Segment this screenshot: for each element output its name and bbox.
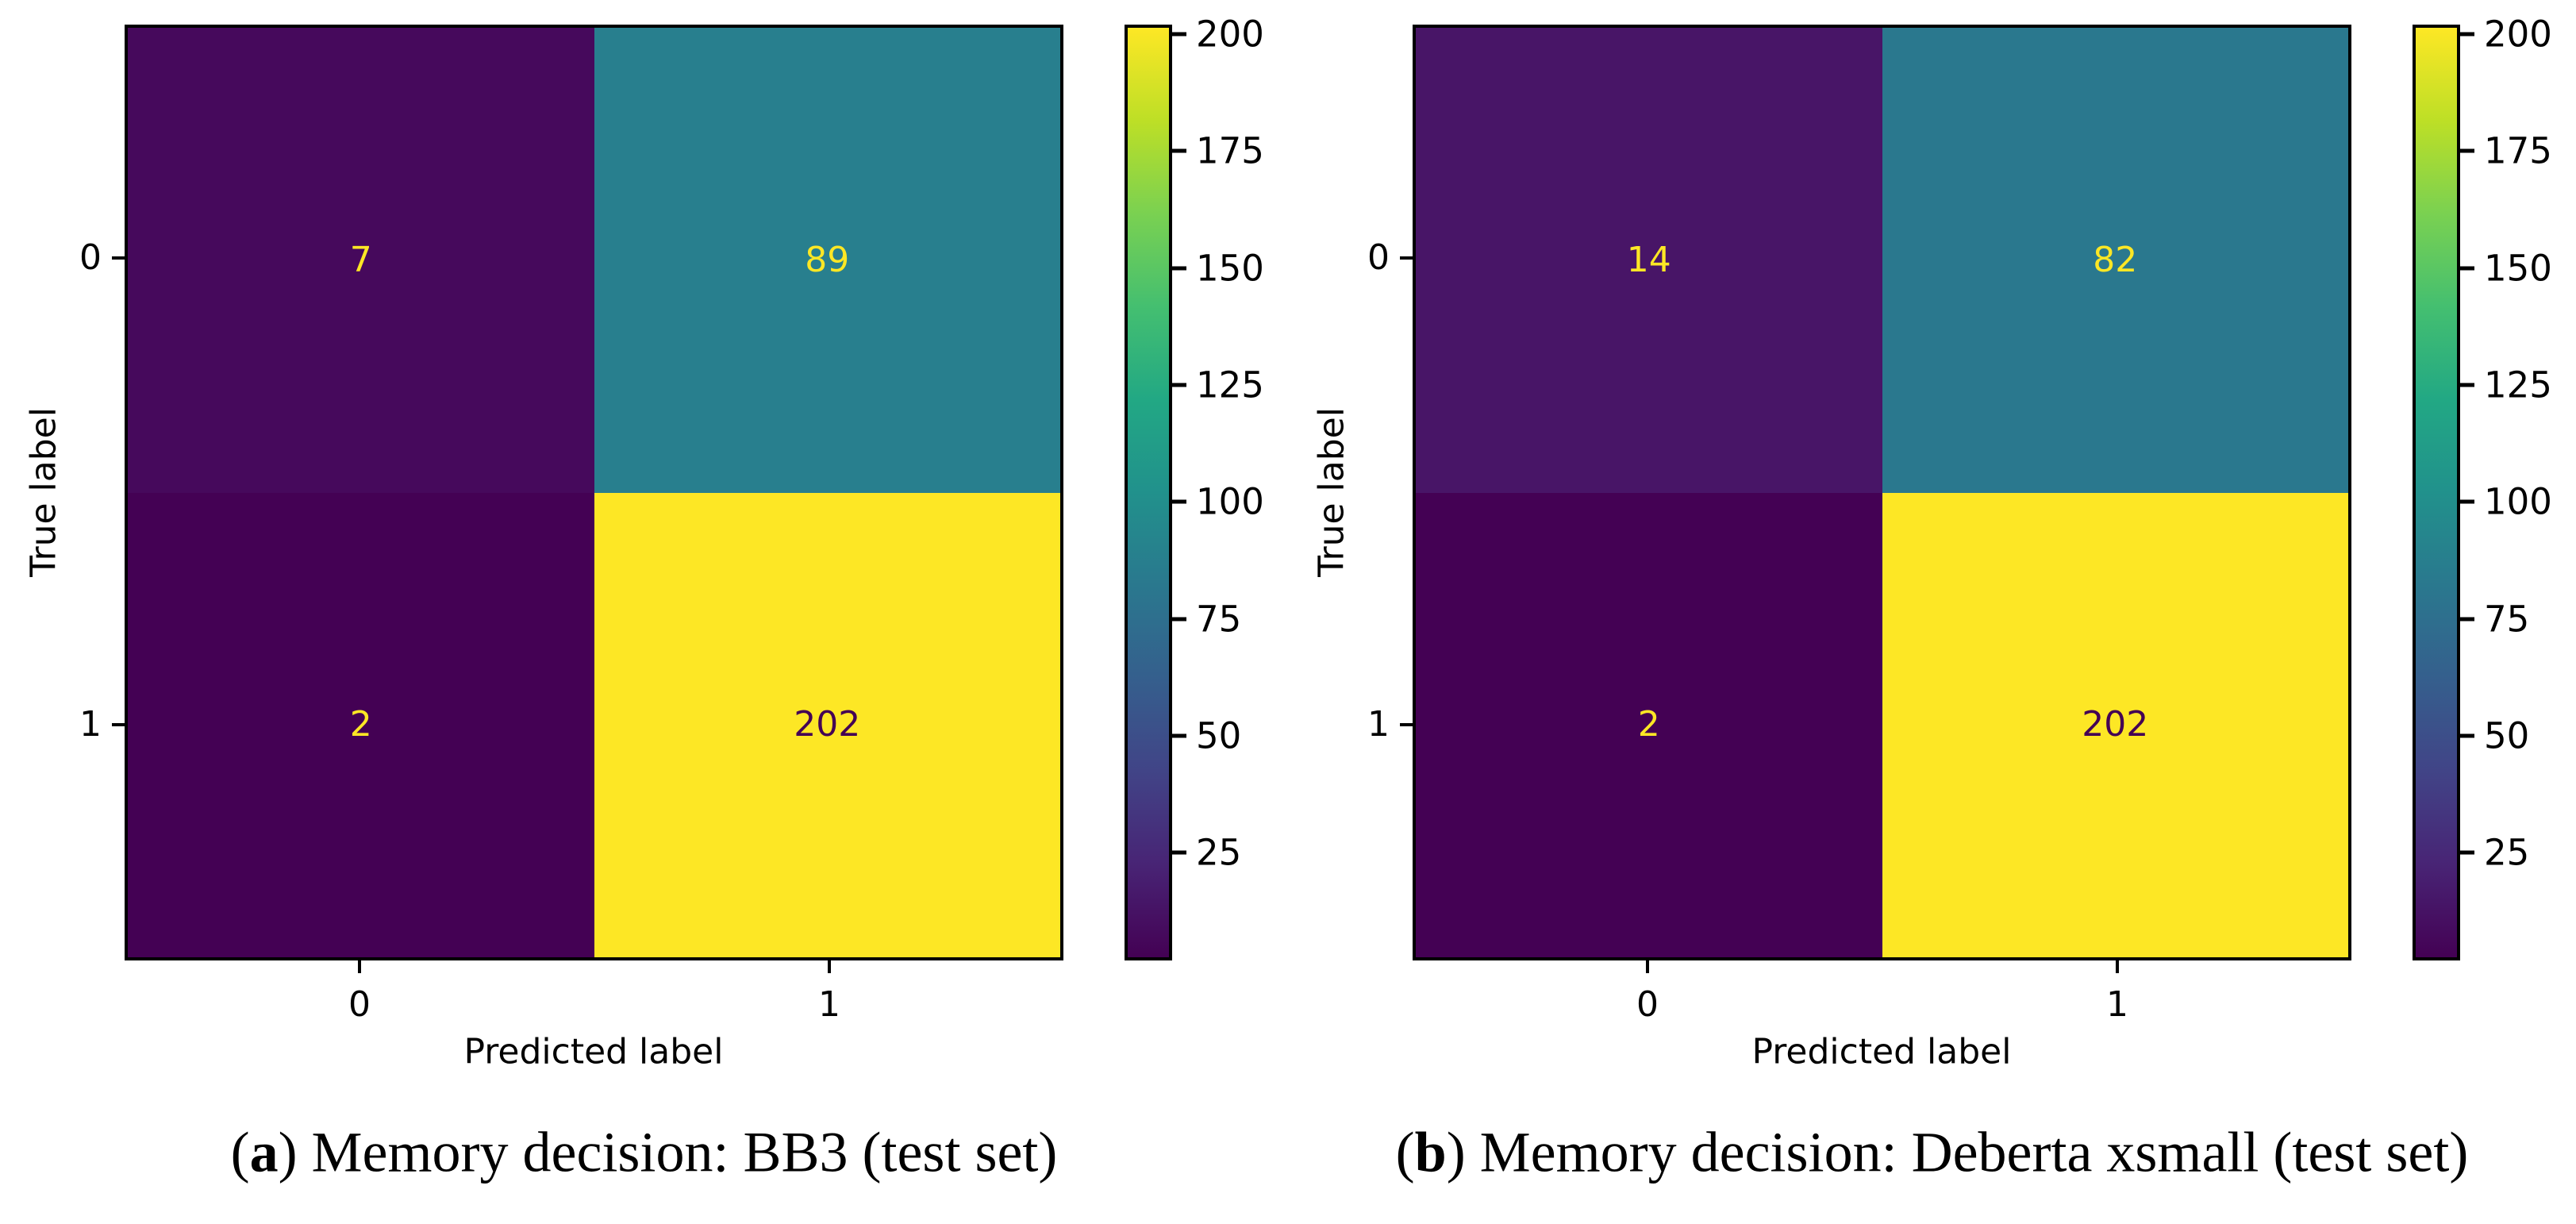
heatmap-plot: 7 89 2 202	[125, 25, 1063, 960]
colorbar-tick-mark	[2460, 733, 2474, 738]
caption-open-paren: (	[1395, 1120, 1415, 1184]
colorbar-tick-label: 25	[1196, 831, 1242, 874]
colorbar-tick-mark	[2460, 850, 2474, 855]
y-tick-mark-1	[1400, 723, 1413, 726]
colorbar-tick-label: 150	[1196, 247, 1264, 290]
panel-b: True label 0 1 14 82 2 202 0 1 Predicted…	[1288, 0, 2576, 1224]
panel-a: True label 0 1 7 89 2 202 0 1 Predicted …	[0, 13, 1288, 1186]
colorbar-tick-mark	[2460, 617, 2474, 622]
colorbar-tick-mark	[2460, 148, 2474, 153]
colorbar-tick-mark	[1172, 148, 1186, 153]
x-tick-mark-1	[2116, 960, 2119, 973]
x-axis-label: Predicted label	[463, 1031, 724, 1072]
colorbar-tick-mark	[1172, 850, 1186, 855]
heatmap-cell-true0-pred1: 82	[1882, 28, 2348, 493]
x-tick-mark-0	[1646, 960, 1649, 973]
colorbar-tick-label: 125	[1196, 364, 1264, 406]
colorbar-tick-label: 50	[1196, 714, 1242, 757]
heatmap-plot: 14 82 2 202	[1413, 25, 2351, 960]
y-tick-label-1: 1	[1367, 704, 1390, 745]
colorbar	[1125, 25, 1172, 960]
colorbar-tick-label: 25	[2484, 831, 2530, 874]
x-axis-label: Predicted label	[1751, 1031, 2012, 1072]
caption-text: ) Memory decision: BB3 (test set)	[278, 1120, 1058, 1184]
colorbar-tick-label: 175	[1196, 129, 1264, 172]
y-tick-mark-1	[112, 723, 125, 726]
y-tick-mark-0	[1400, 256, 1413, 260]
colorbar	[2413, 25, 2460, 960]
x-tick-label-1: 1	[2106, 984, 2128, 1025]
x-tick-mark-0	[358, 960, 361, 973]
colorbar-tick-label: 100	[2484, 480, 2552, 523]
x-tick-label-0: 0	[348, 984, 371, 1025]
colorbar-tick-mark	[2460, 266, 2474, 271]
heatmap-cell-true0-pred0: 14	[1416, 28, 1882, 493]
heatmap-cell-true0-pred0: 7	[128, 28, 594, 493]
caption-panel-letter: a	[249, 1120, 279, 1184]
caption-text: ) Memory decision: Deberta xsmall (test …	[1446, 1120, 2469, 1184]
colorbar-tick-label: 75	[1196, 598, 1242, 641]
heatmap-cell-true1-pred1: 202	[594, 492, 1060, 957]
colorbar-tick-label: 50	[2484, 714, 2530, 757]
colorbar-tick-mark	[1172, 617, 1186, 622]
colorbar-tick-label: 75	[2484, 598, 2530, 641]
y-tick-label-1: 1	[79, 704, 102, 745]
y-tick-label-0: 0	[1367, 237, 1390, 278]
caption-open-paren: (	[230, 1120, 250, 1184]
heatmap-cell-true1-pred0: 2	[1416, 492, 1882, 957]
colorbar-tick-label: 100	[1196, 480, 1264, 523]
panel-caption: (b) Memory decision: Deberta xsmall (tes…	[1288, 1120, 2576, 1186]
colorbar-tick-label: 200	[2484, 13, 2552, 56]
x-tick-label-0: 0	[1636, 984, 1659, 1025]
colorbar-tick-label: 175	[2484, 129, 2552, 172]
colorbar-tick-mark	[1172, 733, 1186, 738]
colorbar-tick-mark	[1172, 266, 1186, 271]
colorbar-tick-label: 150	[2484, 247, 2552, 290]
colorbar-tick-mark	[1172, 499, 1186, 504]
colorbar-tick-mark	[2460, 383, 2474, 387]
colorbar-ticks: 25 50 75 100 125 150 175 200	[1172, 13, 1264, 874]
caption-panel-letter: b	[1414, 1120, 1447, 1184]
y-tick-mark-0	[112, 256, 125, 260]
colorbar-tick-mark	[2460, 499, 2474, 504]
y-tick-label-0: 0	[79, 237, 102, 278]
panel-caption: (a) Memory decision: BB3 (test set)	[0, 1120, 1288, 1186]
x-tick-mark-1	[828, 960, 831, 973]
heatmap-cell-true1-pred0: 2	[128, 492, 594, 957]
colorbar-tick-mark	[2460, 32, 2474, 37]
heatmap-cell-true0-pred1: 89	[594, 28, 1060, 493]
x-tick-label-1: 1	[818, 984, 840, 1025]
colorbar-tick-label: 200	[1196, 13, 1264, 56]
colorbar-tick-mark	[1172, 32, 1186, 37]
colorbar-tick-mark	[1172, 383, 1186, 387]
heatmap-cell-true1-pred1: 202	[1882, 492, 2348, 957]
colorbar-tick-label: 125	[2484, 364, 2552, 406]
